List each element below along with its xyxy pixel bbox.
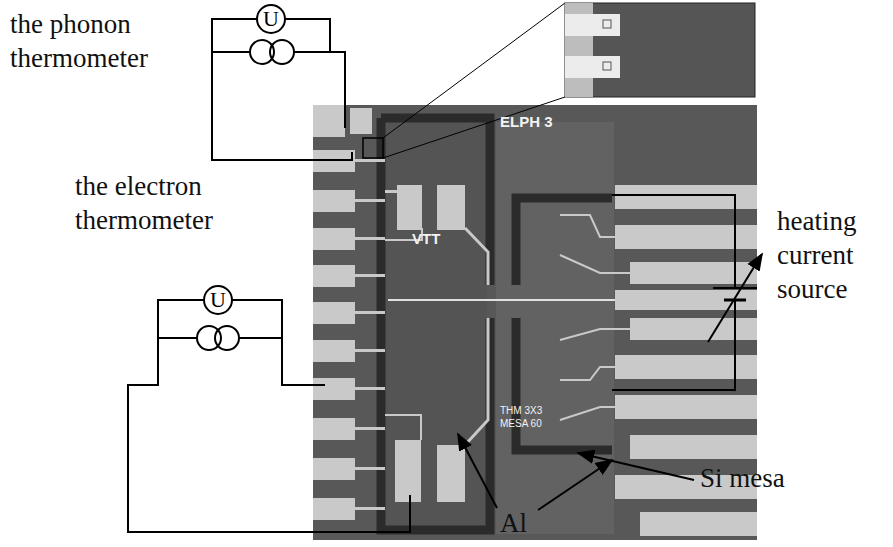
chip-photo (313, 265, 355, 287)
chip-photo (355, 387, 385, 390)
leader-arrows (458, 434, 497, 508)
chip-photo (313, 340, 355, 362)
zoom-inset (565, 14, 620, 36)
voltmeter-symbol: U (203, 285, 233, 315)
chip-photo (355, 159, 385, 162)
chip-photo (313, 190, 355, 212)
chip-photo (560, 329, 630, 340)
chip-photo (465, 228, 488, 285)
chip-photo (355, 467, 385, 470)
heating-source (612, 300, 735, 390)
chip-photo (381, 118, 490, 285)
chip-photo (385, 415, 421, 440)
chip-photo (355, 507, 385, 510)
chip-photo (496, 122, 614, 534)
circuit-label: the phonon thermometer (10, 8, 180, 76)
chip-photo (313, 150, 385, 520)
chip-photo (350, 108, 372, 134)
leader-arrows (578, 453, 694, 480)
chip-photo (313, 302, 355, 324)
chip-photo (313, 378, 355, 400)
chip-photo (640, 512, 757, 536)
chip-photo (355, 427, 385, 430)
heating-source (612, 195, 762, 390)
chip-photo (313, 228, 355, 250)
chip-photo (385, 122, 487, 526)
leader-arrows (538, 460, 612, 510)
chip-photo (388, 299, 615, 301)
electron-circuit (282, 338, 325, 385)
symbol-letter: U (263, 8, 279, 30)
chip-photo (313, 105, 757, 540)
circuit-label: heating current source (777, 205, 889, 306)
chip-photo (516, 318, 612, 450)
leader-arrows (458, 434, 694, 510)
chip-photo (560, 255, 630, 273)
chip-photo (355, 311, 385, 314)
phonon-circuit (212, 19, 352, 160)
chip-photo (437, 185, 465, 230)
heating-source (713, 287, 757, 289)
chip-photo (313, 105, 757, 540)
electron-circuit (128, 338, 410, 532)
chip-photo (385, 185, 465, 230)
heating-source (708, 254, 762, 342)
electron-circuit (128, 300, 410, 532)
phonon-circuit (212, 51, 250, 53)
chip-photo (560, 215, 615, 237)
chip-photo (560, 407, 615, 420)
voltmeter-symbol: U (256, 4, 286, 34)
zoom-inset (565, 3, 755, 97)
chip-photo (355, 349, 385, 352)
circuit-label: the electron thermometer (75, 170, 265, 238)
chip-photo (615, 395, 757, 419)
electron-circuit (215, 326, 239, 350)
phonon-circuit (330, 52, 345, 128)
chip-photo (630, 318, 757, 340)
chip-photo (355, 199, 385, 202)
electron-circuit (158, 337, 197, 339)
chip-photo (313, 418, 355, 440)
chip-marking: VTT (412, 230, 462, 248)
chip-photo (385, 190, 397, 193)
chip-photo (355, 237, 385, 240)
chip-photo (437, 445, 465, 502)
part-label: Al (500, 508, 540, 539)
chip-photo (313, 498, 355, 520)
zoom-inset (603, 62, 611, 70)
chip-photo (630, 435, 757, 459)
zoom-inset (565, 56, 620, 78)
zoom-inset (383, 3, 755, 158)
chip-photo (313, 458, 355, 480)
phonon-circuit (294, 51, 330, 53)
chip-marking: THM 3X3 MESA 60 (500, 405, 552, 430)
phonon-circuit (270, 40, 294, 64)
chip-photo (630, 262, 757, 284)
chip-photo (397, 185, 422, 230)
heating-source (612, 195, 735, 288)
symbol-letter: U (210, 289, 226, 311)
chip-marking: ELPH 3 (500, 113, 580, 131)
zoom-inset (603, 20, 611, 28)
chip-photo (560, 367, 615, 380)
chip-photo (363, 138, 383, 158)
electron-circuit (239, 337, 282, 339)
chip-photo (355, 274, 385, 277)
chip-photo (395, 440, 421, 502)
part-label: Si mesa (700, 462, 850, 494)
chip-photo (313, 105, 345, 137)
phonon-circuit (212, 52, 352, 160)
chip-photo (381, 118, 490, 530)
chip-photo (465, 318, 488, 445)
chip-photo (395, 440, 465, 502)
